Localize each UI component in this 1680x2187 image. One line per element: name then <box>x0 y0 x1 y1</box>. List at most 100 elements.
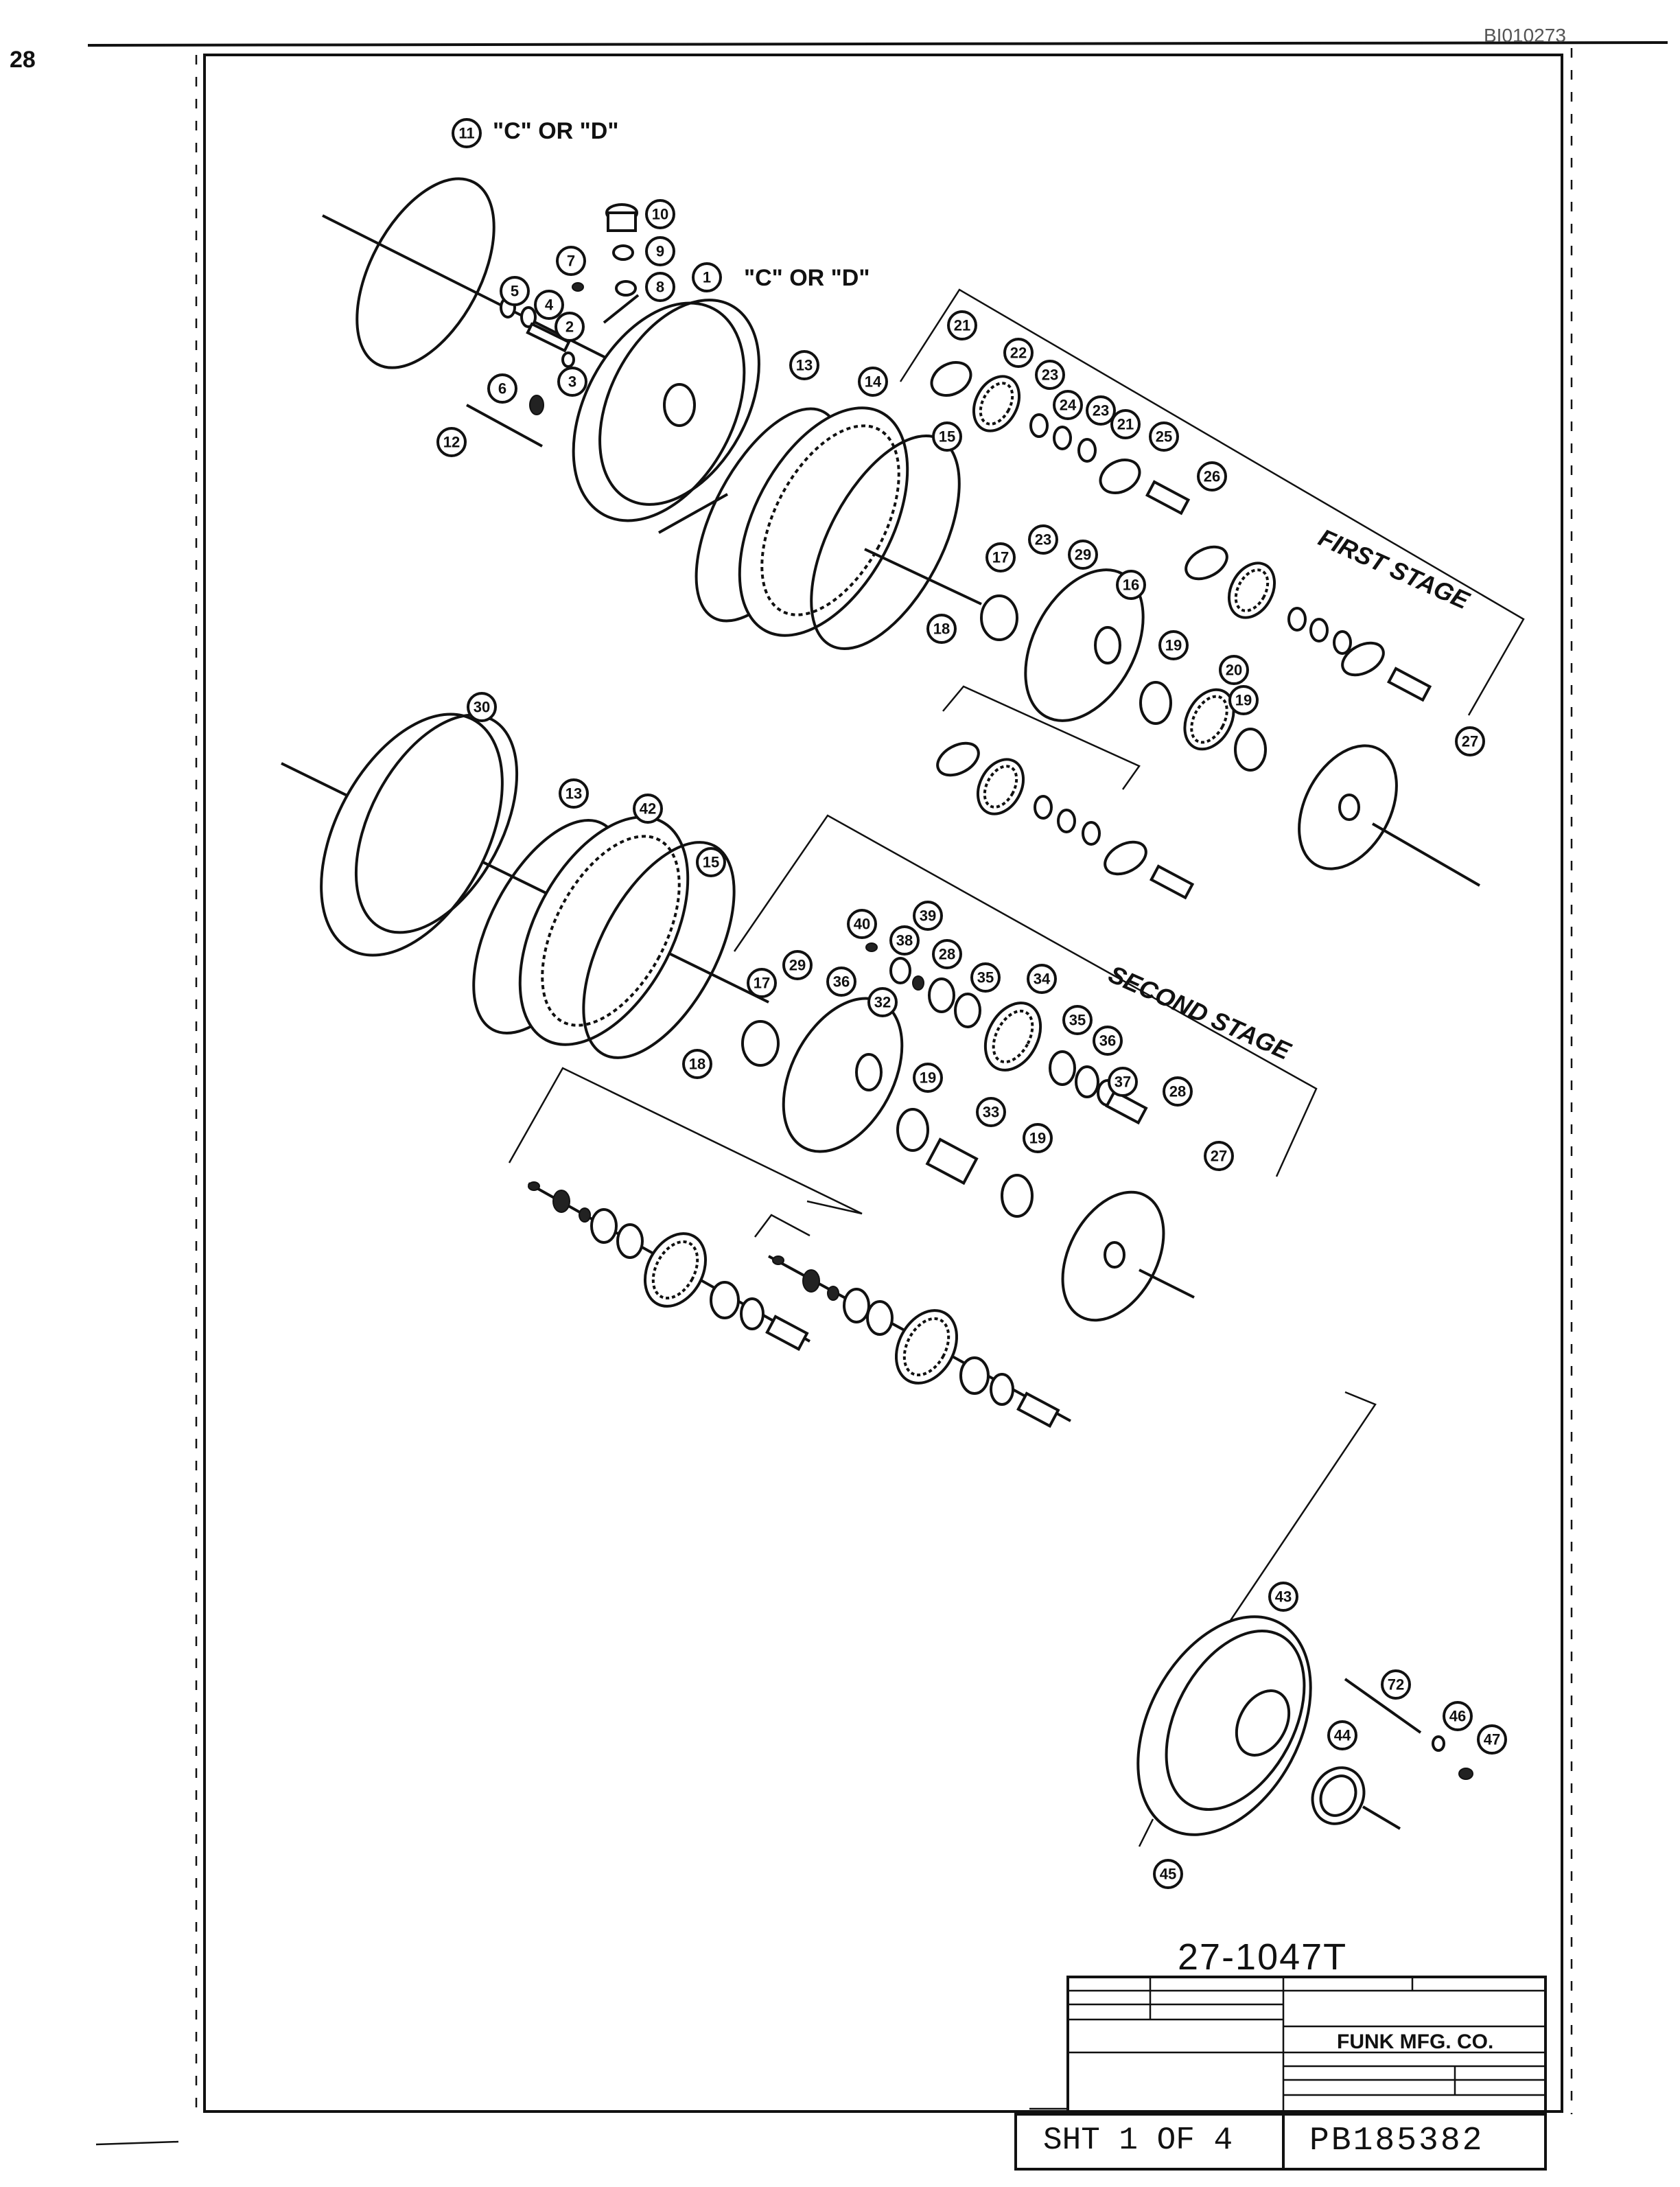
callout-bubble <box>1158 630 1189 660</box>
part-number: PB185382 <box>1309 2122 1484 2160</box>
callout-number: 10 <box>652 206 668 223</box>
ring-gear-14 <box>738 406 909 637</box>
callout-bubble <box>1327 1720 1357 1750</box>
callout-number: 33 <box>983 1104 999 1121</box>
callout-bubble <box>645 199 675 229</box>
callout-number: 35 <box>1069 1012 1086 1029</box>
callout-number: 19 <box>920 1069 936 1087</box>
callout-bubble <box>932 421 962 452</box>
cover-43 <box>1136 1615 1312 1836</box>
callout-number: 39 <box>920 907 936 925</box>
callout-number: 2 <box>565 319 574 336</box>
callout-bubble <box>645 236 675 266</box>
callout-bubble <box>926 614 957 644</box>
callout-number: 26 <box>1204 468 1220 485</box>
o-ring-15b <box>582 841 736 1059</box>
washer-17 <box>980 594 1018 641</box>
callout-bubble <box>1053 390 1083 420</box>
callout-bubble <box>555 312 585 342</box>
callout-number: 46 <box>1449 1708 1466 1725</box>
callout-bubble <box>633 794 663 824</box>
callout-number: 23 <box>1035 531 1051 548</box>
drawing-number: 27-1047T <box>1178 1936 1348 1978</box>
callout-bubble <box>1477 1724 1507 1755</box>
callout-bubble <box>487 373 517 404</box>
callout-bubble <box>867 987 898 1017</box>
callout-bubble <box>1204 1141 1234 1171</box>
callout-bubble <box>1219 655 1249 685</box>
callout-bubble <box>500 276 530 306</box>
callout-bubble <box>557 367 587 397</box>
sheet-number: SHT 1 OF 4 <box>1043 2122 1233 2158</box>
callout-number: 32 <box>874 994 891 1011</box>
callout-bubble <box>1149 421 1179 452</box>
callout-bubble <box>1197 461 1227 491</box>
callout-bubble <box>789 350 819 380</box>
callout-bubble <box>645 272 675 302</box>
callout-bubble <box>1381 1669 1411 1700</box>
callout-bubble <box>913 901 943 931</box>
callout-bubble <box>1086 395 1116 426</box>
callout-number: 24 <box>1060 397 1077 414</box>
callout-bubble <box>913 1063 943 1093</box>
callout-bubble <box>889 925 920 956</box>
callout-number: 36 <box>1099 1032 1116 1050</box>
callout-number: 9 <box>656 243 664 260</box>
variant-note: "C" OR "D" <box>744 265 870 291</box>
callout-number: 20 <box>1226 662 1242 679</box>
callout-bubble <box>826 967 856 997</box>
callout-bubble <box>1023 1123 1053 1153</box>
callout-number: 13 <box>565 785 582 802</box>
washer-17b <box>741 1020 780 1067</box>
callout-number: 29 <box>1075 546 1091 564</box>
callout-bubble <box>1116 570 1146 600</box>
callout-bubble <box>1027 964 1057 994</box>
callout-number: 27 <box>1211 1148 1227 1165</box>
callout-number: 15 <box>703 854 719 871</box>
callout-bubble <box>1035 360 1065 390</box>
callout-number: 17 <box>992 549 1009 566</box>
callout-number: 11 <box>458 125 474 142</box>
callout-bubble <box>847 909 877 939</box>
callout-number: 30 <box>474 699 490 716</box>
callout-number: 21 <box>1117 416 1134 433</box>
callout-bubble <box>947 310 977 340</box>
variant-note: "C" OR "D" <box>493 118 619 144</box>
middle-assembly <box>281 713 1318 1428</box>
title-block <box>1014 1976 1547 2171</box>
callout-bubble <box>747 968 777 998</box>
callout-bubble <box>692 262 722 292</box>
bottom-assembly <box>1136 1391 1473 1847</box>
callout-bubble <box>1028 524 1058 555</box>
callout-bubble <box>976 1097 1006 1127</box>
callout-number: 23 <box>1093 402 1109 419</box>
callout-number: 28 <box>939 946 955 963</box>
housing-1 <box>572 301 746 522</box>
callout-bubble <box>1110 409 1141 439</box>
callout-bubble <box>1163 1076 1193 1107</box>
callout-number: 42 <box>640 800 656 818</box>
callout-bubble <box>782 950 813 980</box>
document-id: BI010273 <box>1484 25 1566 46</box>
callout-number: 13 <box>796 357 813 374</box>
callout-number: 38 <box>896 932 913 949</box>
callout-bubble <box>1093 1026 1123 1056</box>
callout-number: 45 <box>1160 1866 1176 1883</box>
callout-bubble <box>970 962 1001 993</box>
callout-bubble <box>436 427 467 457</box>
callout-bubble <box>858 367 888 397</box>
callout-bubble <box>1068 540 1098 570</box>
callout-bubble <box>1228 685 1259 715</box>
callout-number: 43 <box>1275 1588 1292 1606</box>
callout-number: 37 <box>1115 1074 1131 1091</box>
callout-bubble <box>559 778 589 809</box>
callout-number: 44 <box>1334 1727 1351 1744</box>
callout-number: 12 <box>443 434 460 451</box>
company-name: FUNK MFG. CO. <box>1337 2030 1494 2053</box>
callout-bubble <box>932 939 962 969</box>
callout-number: 4 <box>545 297 554 314</box>
callout-number: 35 <box>977 969 994 986</box>
callout-bubble <box>1268 1582 1298 1612</box>
